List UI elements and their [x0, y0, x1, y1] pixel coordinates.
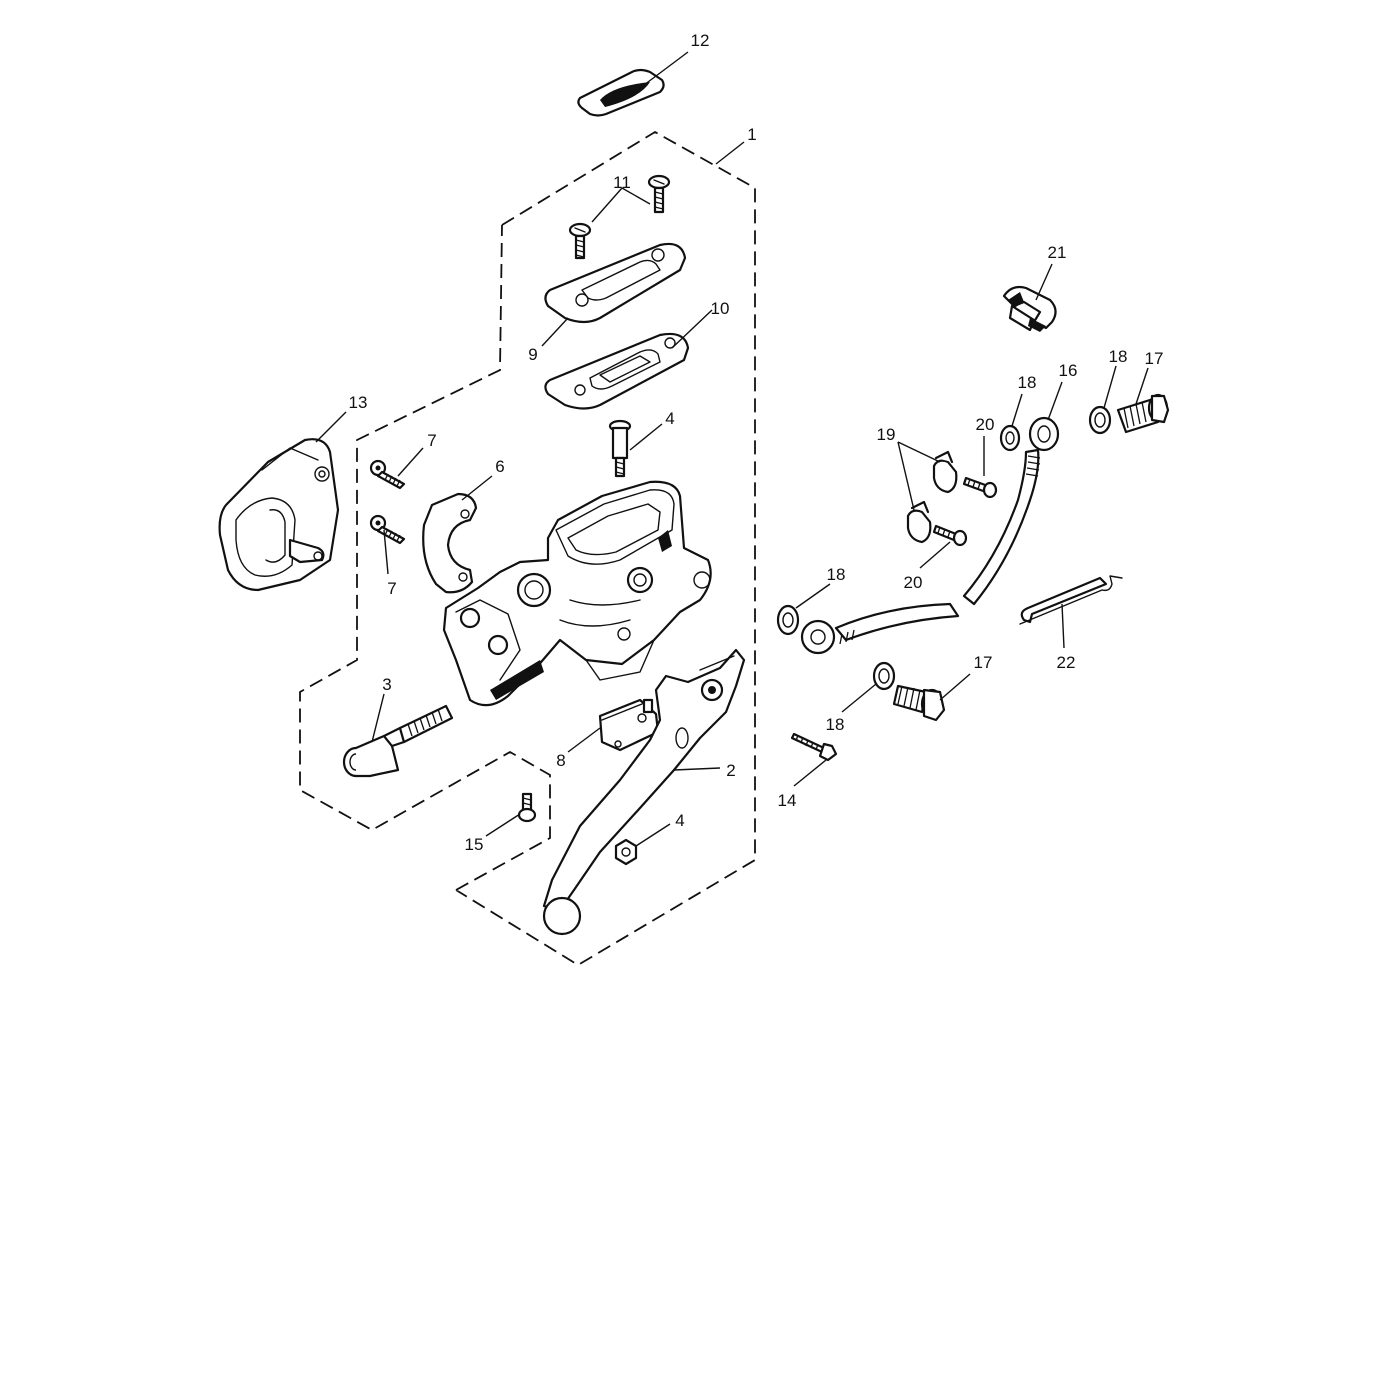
callout-17-lower: 17 [974, 653, 993, 672]
pivot-bolt-part-4 [608, 419, 632, 478]
callout-11: 11 [613, 173, 631, 192]
clamp-bolt-part-7-upper [369, 459, 406, 490]
callout-14: 14 [778, 791, 797, 810]
callout-18-upper: 18 [1018, 373, 1037, 392]
assembly-boundary-dashed [299, 130, 756, 967]
washer-part-18-left [776, 604, 800, 636]
callout-22: 22 [1057, 653, 1076, 672]
callout-labels: 12 1 11 9 10 4 13 7 6 7 3 8 2 4 15 14 21… [349, 31, 1164, 854]
callout-15: 15 [465, 835, 484, 854]
clamp-part-6 [422, 492, 478, 594]
callout-6: 6 [495, 457, 504, 476]
callout-17-upper: 17 [1145, 349, 1164, 368]
callout-4-bottom: 4 [675, 811, 684, 830]
callout-7-upper: 7 [427, 431, 436, 450]
callout-18-right: 18 [1109, 347, 1128, 366]
master-cylinder-body [442, 480, 712, 707]
callout-16: 16 [1059, 361, 1078, 380]
callout-3: 3 [382, 675, 391, 694]
clamp-bolt-part-7-lower [369, 514, 406, 545]
washer-part-18-upper [999, 424, 1021, 452]
callout-20-upper: 20 [976, 415, 995, 434]
callout-13: 13 [349, 393, 368, 412]
callout-20-lower: 20 [904, 573, 923, 592]
callout-19: 19 [877, 425, 896, 444]
piston-part-3 [342, 704, 454, 778]
callout-7-lower: 7 [387, 579, 396, 598]
callout-2: 2 [726, 761, 735, 780]
bleed-screw-part-14 [790, 732, 838, 762]
screw-part-11-left [568, 222, 592, 260]
brake-lever-part-2 [542, 648, 746, 936]
screw-part-11-right [647, 174, 671, 214]
callout-1: 1 [747, 125, 756, 144]
hose-clip-part-19-lower [906, 500, 932, 544]
callout-8: 8 [556, 751, 565, 770]
callout-21: 21 [1048, 243, 1067, 262]
diaphragm-part-10 [544, 332, 690, 410]
callout-18-lower: 18 [826, 715, 845, 734]
callout-18-left: 18 [827, 565, 846, 584]
callout-12: 12 [691, 31, 710, 50]
washer-part-18-lower [872, 661, 896, 691]
clip-screw-part-20-upper [962, 476, 998, 499]
diaphragm-plate-part-9 [544, 242, 687, 324]
callout-10: 10 [711, 299, 730, 318]
leader-lines [315, 51, 1149, 847]
brake-hose-part-16 [800, 416, 1060, 655]
nut-part-4 [614, 838, 638, 866]
callout-9: 9 [528, 345, 537, 364]
cable-tie-part-22 [1019, 575, 1123, 625]
banjo-bolt-part-17-lower [892, 684, 946, 722]
screw-part-15 [517, 792, 537, 823]
reservoir-cover-part-12 [577, 68, 665, 117]
switch-housing-part-13 [218, 438, 340, 592]
grommet-part-21 [1002, 285, 1057, 332]
clip-screw-part-20-lower [932, 524, 968, 547]
hose-clip-part-19-upper [932, 450, 958, 494]
washer-part-18-right [1088, 405, 1112, 435]
callout-4-top: 4 [665, 409, 674, 428]
banjo-bolt-part-17-upper [1116, 393, 1170, 434]
